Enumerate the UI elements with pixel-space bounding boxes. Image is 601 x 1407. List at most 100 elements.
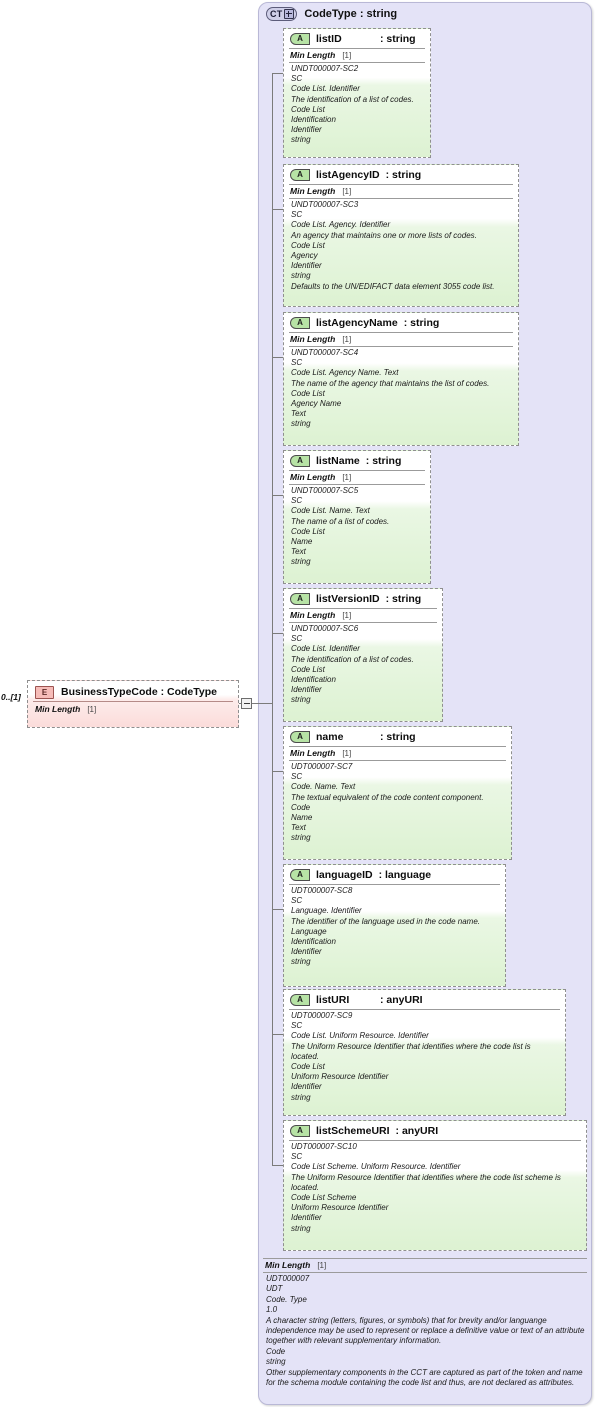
facet-name: Min Length [290, 334, 336, 344]
documentation-line: string [266, 1357, 286, 1367]
documentation-line: The name of a list of codes. [291, 516, 390, 526]
attribute-type: : string [403, 317, 440, 329]
complextype-badge-label: CT [270, 8, 283, 19]
documentation-line: SC [291, 634, 303, 644]
facet-name: Min Length [290, 50, 336, 60]
documentation-line: A character string (letters, figures, or… [266, 1315, 585, 1346]
attribute-badge-label: A [297, 995, 303, 1004]
documentation-line: Text [291, 409, 306, 419]
attribute-name: listURI [316, 994, 350, 1006]
documentation-line: SC [291, 1152, 303, 1162]
connector-element-stub [239, 703, 241, 704]
facet-name: Min Length [290, 610, 336, 620]
divider [289, 332, 513, 333]
documentation-line: Identifier [291, 1213, 322, 1223]
documentation-line: Identifier [291, 947, 322, 957]
attribute-facet-row: Min Length[1] [284, 609, 442, 622]
element-cardinality: 0..[1] [1, 692, 21, 702]
connector-branch [272, 73, 283, 74]
documentation-line: Defaults to the UN/EDIFACT data element … [291, 281, 495, 291]
documentation-line: Code List. Uniform Resource. Identifier [291, 1031, 429, 1041]
connector-branch [272, 1165, 283, 1166]
complextype-title: CodeType : string [304, 8, 398, 20]
documentation-line: Code List. Agency. Identifier [291, 220, 391, 230]
attribute-badge-label: A [297, 732, 303, 741]
facet-cardinality: [1] [342, 51, 352, 60]
documentation-line: The Uniform Resource Identifier that ide… [291, 1172, 561, 1192]
element-title: BusinessTypeCode : CodeType [61, 686, 217, 698]
complextype-badge[interactable]: CT [266, 7, 298, 21]
connector-branch [272, 1034, 283, 1035]
connector-branch [272, 357, 283, 358]
documentation-line: Identification [291, 937, 336, 947]
attribute-badge-icon: A [290, 869, 310, 881]
documentation-line: Code. Name. Text [291, 782, 356, 792]
divider [263, 1272, 587, 1273]
facet-name: Min Length [265, 1260, 311, 1270]
facet-cardinality: [1] [342, 473, 352, 482]
element-box-businesstypecode[interactable]: E BusinessTypeCode : CodeType Min Length… [27, 680, 239, 728]
documentation-line: The textual equivalent of the code conte… [291, 792, 484, 802]
documentation-line: Language [291, 926, 327, 936]
documentation-line: Code List. Identifier [291, 84, 360, 94]
documentation-line: Code List [291, 1062, 325, 1072]
divider [289, 470, 425, 471]
facet-cardinality: [1] [317, 1261, 327, 1270]
documentation-line: string [291, 1223, 311, 1233]
documentation-line: UDT000007 [266, 1274, 310, 1283]
divider [289, 608, 437, 609]
documentation-line: An agency that maintains one or more lis… [291, 230, 477, 240]
facet-cardinality: [1] [342, 187, 352, 196]
documentation-line: UDT000007-SC7 [291, 762, 353, 771]
documentation-line: Code. Type [266, 1294, 307, 1304]
divider [289, 1140, 581, 1141]
documentation-line: Code [266, 1346, 286, 1356]
documentation-line: UDT000007-SC9 [291, 1011, 353, 1020]
attribute-name: listSchemeURI [316, 1125, 390, 1137]
documentation-line: Agency Name [291, 399, 342, 409]
divider [289, 62, 425, 63]
attribute-facet-row: Min Length [1] [284, 49, 430, 62]
attribute-badge-label: A [297, 870, 303, 879]
element-badge-label: E [41, 687, 48, 697]
connector-branch [272, 495, 283, 496]
attribute-type: : string [380, 33, 416, 45]
documentation-line: UNDT000007-SC4 [291, 348, 359, 357]
documentation-line: SC [291, 896, 303, 906]
attribute-type: : string [365, 455, 402, 467]
documentation-line: string [291, 1092, 311, 1102]
attribute-type: : string [385, 593, 422, 605]
collapse-minus-icon[interactable] [241, 698, 252, 709]
divider [289, 622, 437, 623]
documentation-line: string [291, 957, 311, 967]
attribute-badge-icon: A [290, 455, 310, 467]
attribute-name: languageID [316, 869, 373, 881]
plus-box-icon[interactable] [284, 9, 295, 19]
documentation-line: UDT000007-SC10 [291, 1142, 357, 1151]
documentation-line: The identifier of the language used in t… [291, 916, 481, 926]
divider [263, 1258, 587, 1259]
connector-branch [272, 633, 283, 634]
facet-name: Min Length [35, 704, 81, 714]
documentation-line: SC [291, 1021, 303, 1031]
attribute-badge-icon: A [290, 593, 310, 605]
